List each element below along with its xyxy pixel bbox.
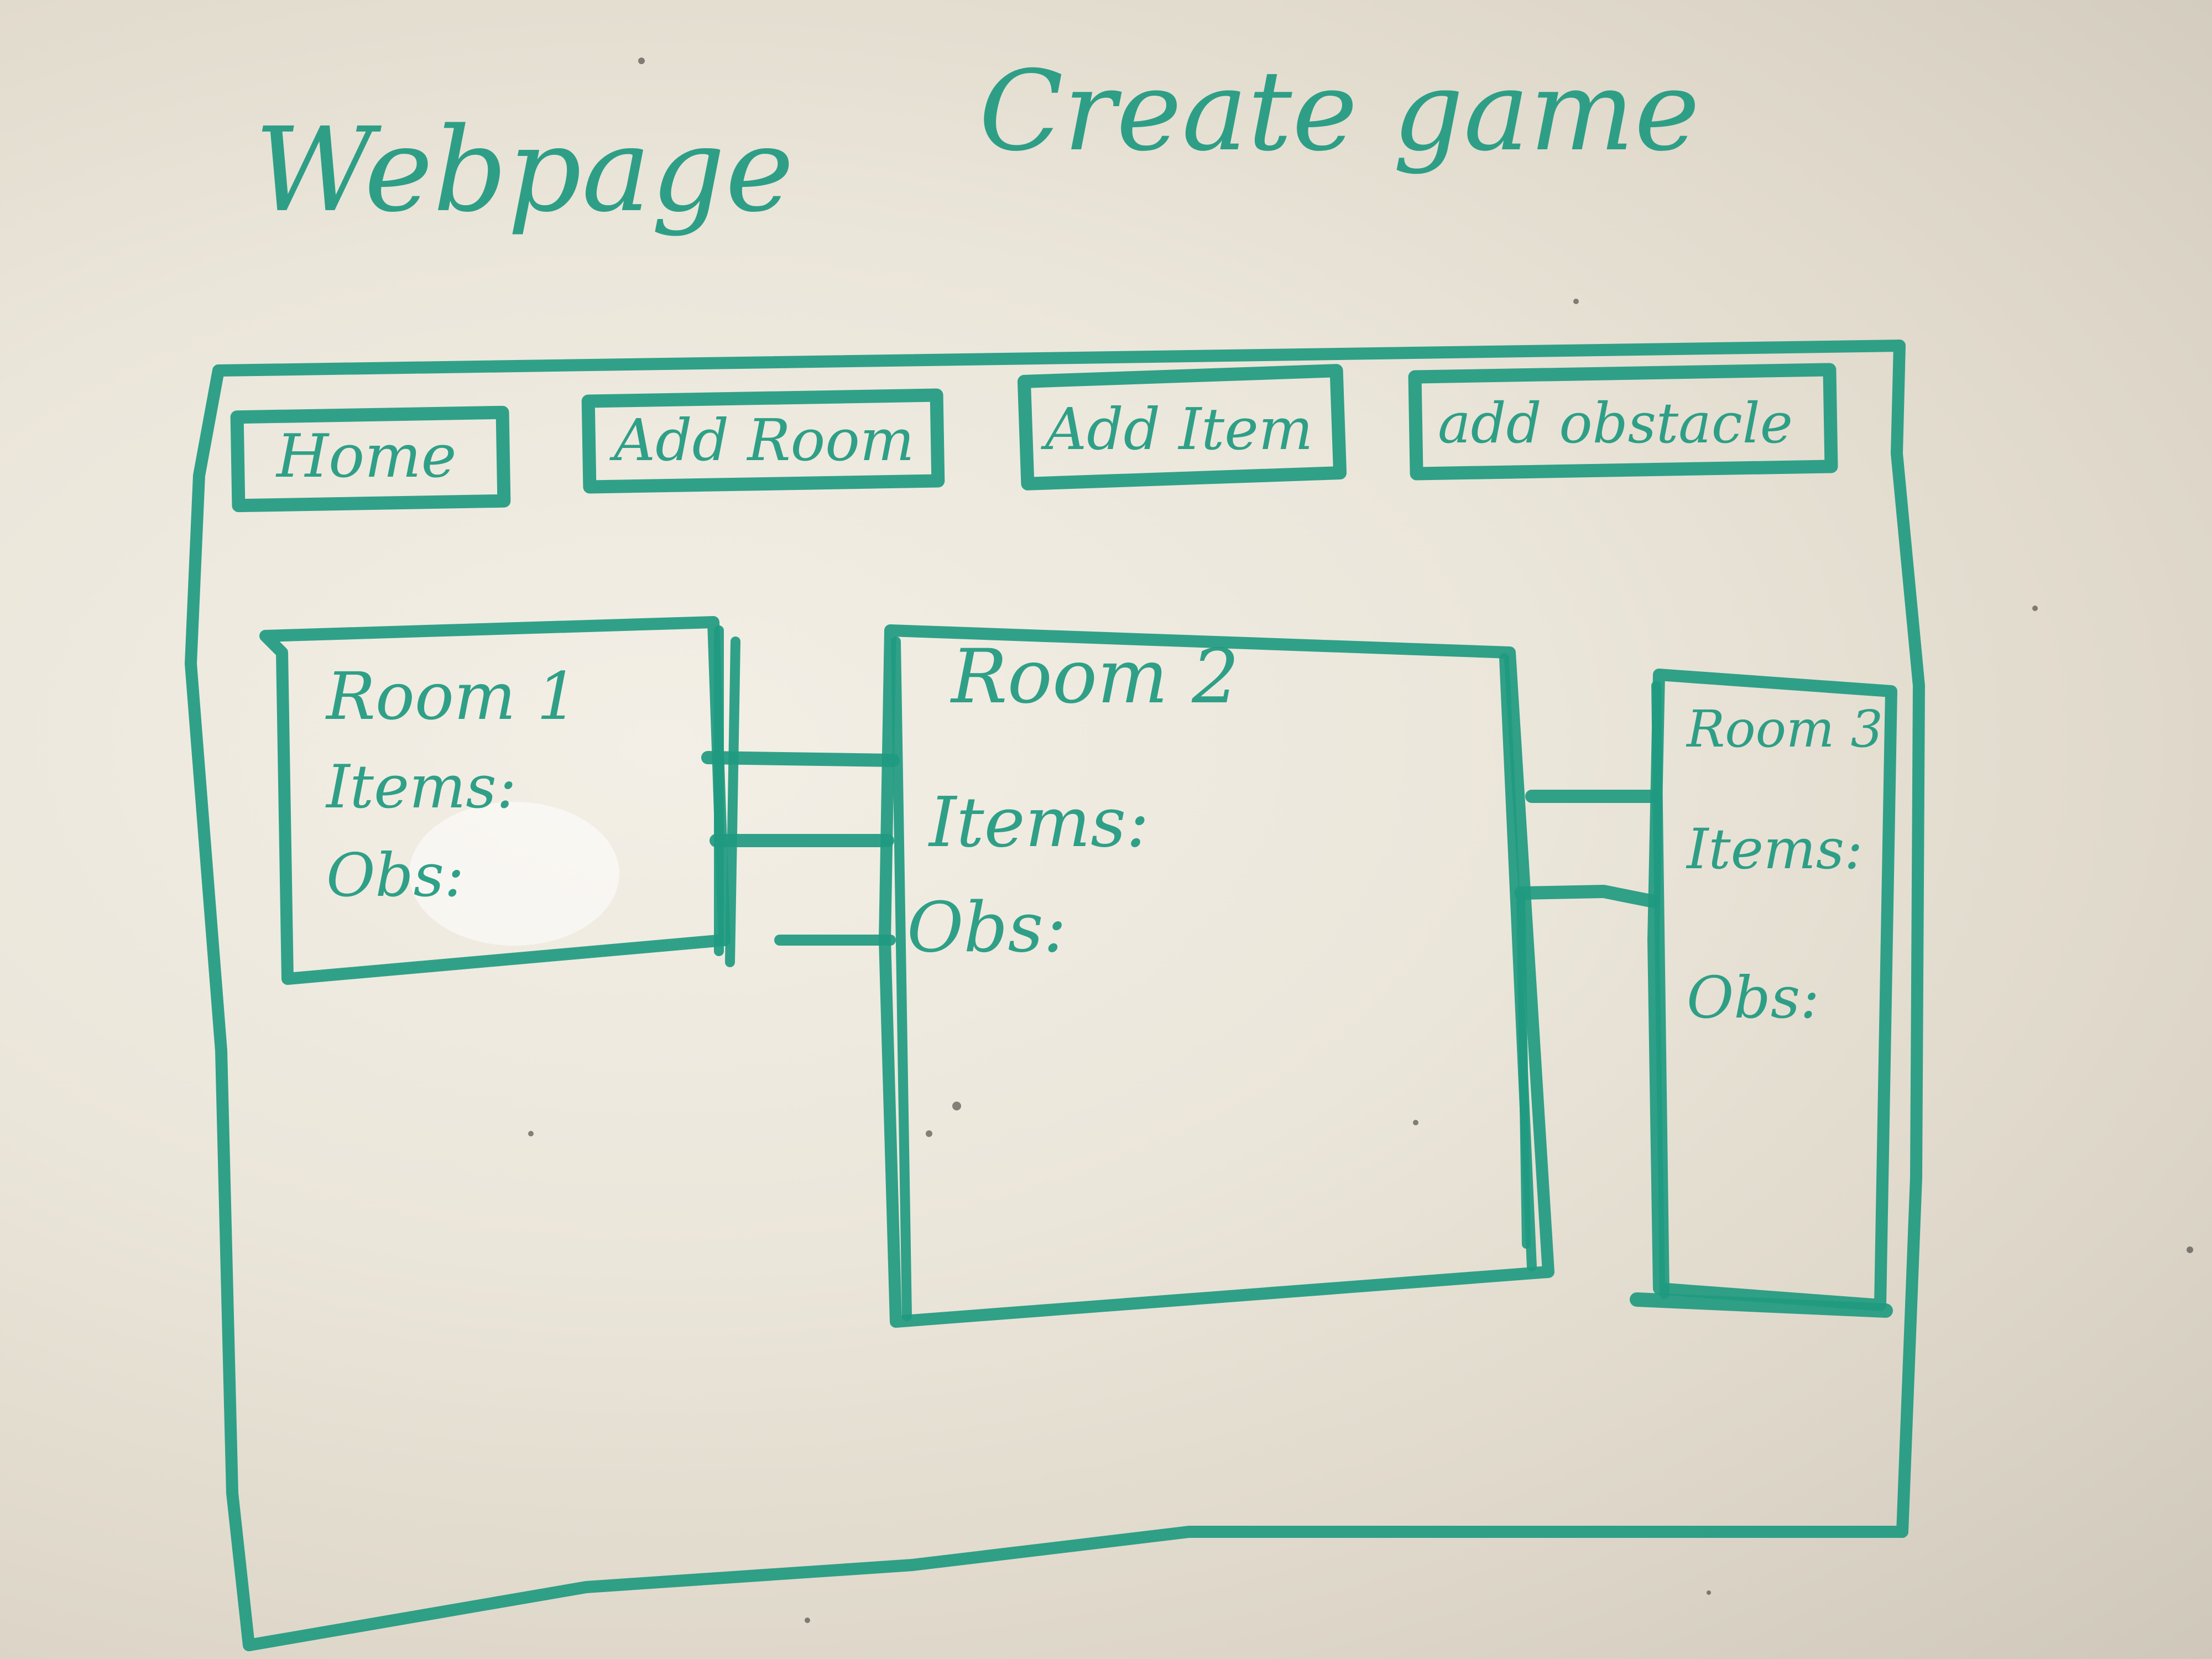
home-button[interactable]: Home bbox=[230, 405, 511, 513]
room-1-panel: Room 1 Items: Obs: bbox=[259, 616, 740, 985]
add-room-button[interactable]: Add Room bbox=[581, 388, 945, 494]
connector-room1-room2 bbox=[701, 751, 900, 946]
light-glare bbox=[409, 802, 619, 946]
board-specks bbox=[528, 58, 2193, 1623]
room-2-panel: Room 2 Items: Obs: bbox=[879, 624, 1554, 1328]
page-frame bbox=[185, 340, 1925, 1651]
room-3-items-label: Items: bbox=[1686, 817, 1863, 881]
add-item-button-label: Add Item bbox=[1041, 395, 1313, 463]
connector-room2-room3 bbox=[1514, 790, 1660, 1249]
add-room-button-label: Add Room bbox=[609, 406, 914, 474]
board-title: Webpage bbox=[254, 102, 794, 238]
room-2-obs-label: Obs: bbox=[907, 888, 1067, 968]
room-2-items-label: Items: bbox=[928, 782, 1149, 863]
home-button-label: Home bbox=[275, 422, 457, 491]
room-3-obs-label: Obs: bbox=[1687, 964, 1819, 1031]
room-3-name: Room 3 bbox=[1686, 700, 1883, 759]
room-3-panel: Room 3 Items: Obs: bbox=[1630, 669, 1897, 1318]
add-obstacle-button[interactable]: add obstacle bbox=[1408, 363, 1838, 481]
room-1-items-label: Items: bbox=[325, 753, 517, 822]
room-1-obs-label: Obs: bbox=[326, 841, 465, 910]
room-2-name: Room 2 bbox=[950, 633, 1239, 720]
add-obstacle-button-label: add obstacle bbox=[1438, 391, 1793, 456]
room-1-name: Room 1 bbox=[325, 658, 578, 734]
add-item-button[interactable]: Add Item bbox=[1017, 364, 1347, 491]
board-subtitle: Create game bbox=[979, 47, 1700, 176]
